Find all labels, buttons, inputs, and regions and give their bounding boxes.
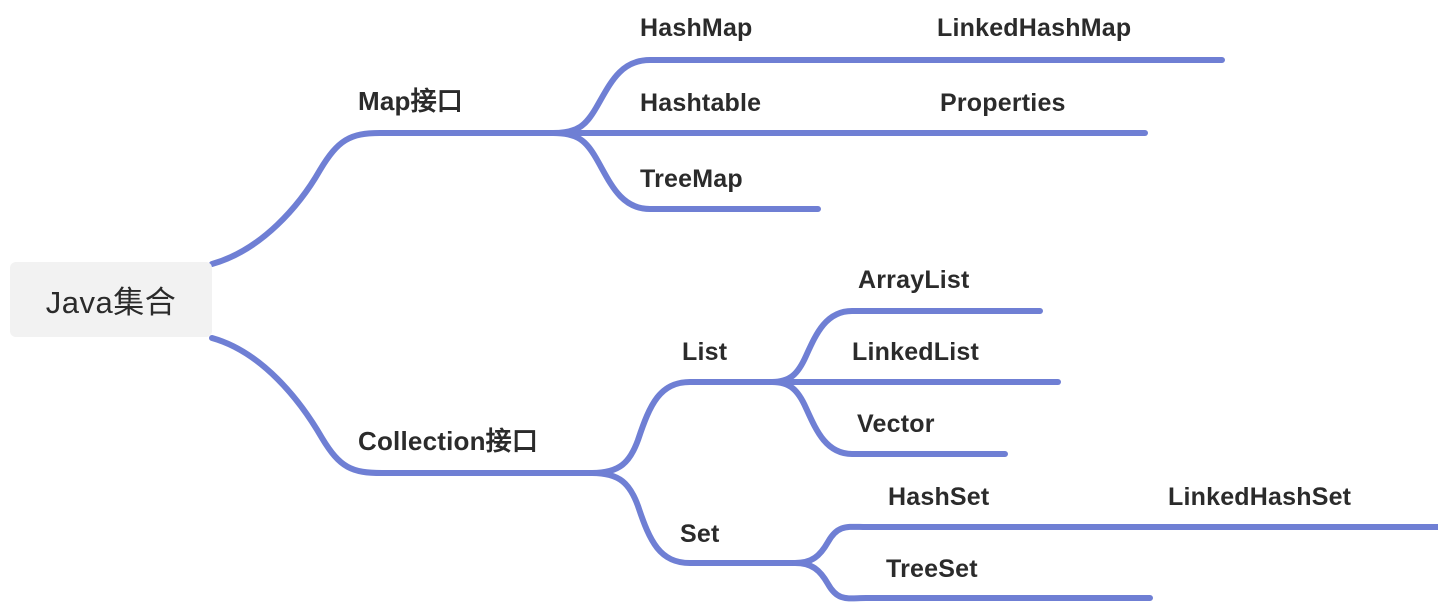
node-set-label: Set bbox=[680, 520, 720, 548]
node-map-interface[interactable]: Map接口 bbox=[358, 88, 463, 114]
node-hashmap[interactable]: HashMap bbox=[640, 16, 753, 41]
node-linkedhashset[interactable]: LinkedHashSet bbox=[1168, 485, 1351, 510]
node-hashset-label: HashSet bbox=[888, 483, 990, 511]
node-set[interactable]: Set bbox=[680, 522, 720, 547]
node-linkedlist[interactable]: LinkedList bbox=[852, 340, 979, 365]
node-list[interactable]: List bbox=[682, 340, 727, 365]
node-list-label: List bbox=[682, 338, 728, 366]
edge-collection-to-list bbox=[589, 379, 775, 476]
node-collection-interface-label: Collection接口 bbox=[358, 426, 539, 456]
node-vector-label: Vector bbox=[857, 410, 935, 438]
node-hashtable[interactable]: Hashtable bbox=[640, 91, 761, 116]
edge-root-to-map bbox=[209, 130, 556, 267]
node-vector[interactable]: Vector bbox=[857, 412, 935, 437]
node-treeset-label: TreeSet bbox=[886, 555, 978, 583]
node-treemap[interactable]: TreeMap bbox=[640, 167, 743, 192]
node-linkedlist-label: LinkedList bbox=[852, 338, 980, 366]
node-arraylist-label: ArrayList bbox=[858, 266, 970, 294]
node-hashset[interactable]: HashSet bbox=[888, 485, 989, 510]
node-treeset[interactable]: TreeSet bbox=[886, 557, 978, 582]
node-linkedhashset-label: LinkedHashSet bbox=[1168, 483, 1352, 511]
node-linkedhashmap[interactable]: LinkedHashMap bbox=[937, 16, 1131, 41]
node-linkedhashmap-label: LinkedHashMap bbox=[937, 14, 1132, 42]
node-properties[interactable]: Properties bbox=[940, 91, 1066, 116]
edge-collection-to-set bbox=[589, 470, 798, 566]
node-arraylist[interactable]: ArrayList bbox=[858, 268, 970, 293]
node-treemap-label: TreeMap bbox=[640, 165, 743, 193]
root-node[interactable]: Java集合 bbox=[10, 262, 212, 337]
node-map-interface-label: Map接口 bbox=[358, 86, 464, 116]
root-node-label: Java集合 bbox=[45, 285, 177, 320]
node-properties-label: Properties bbox=[940, 89, 1066, 117]
node-hashmap-label: HashMap bbox=[640, 14, 753, 42]
node-collection-interface[interactable]: Collection接口 bbox=[358, 428, 538, 454]
node-hashtable-label: Hashtable bbox=[640, 89, 762, 117]
